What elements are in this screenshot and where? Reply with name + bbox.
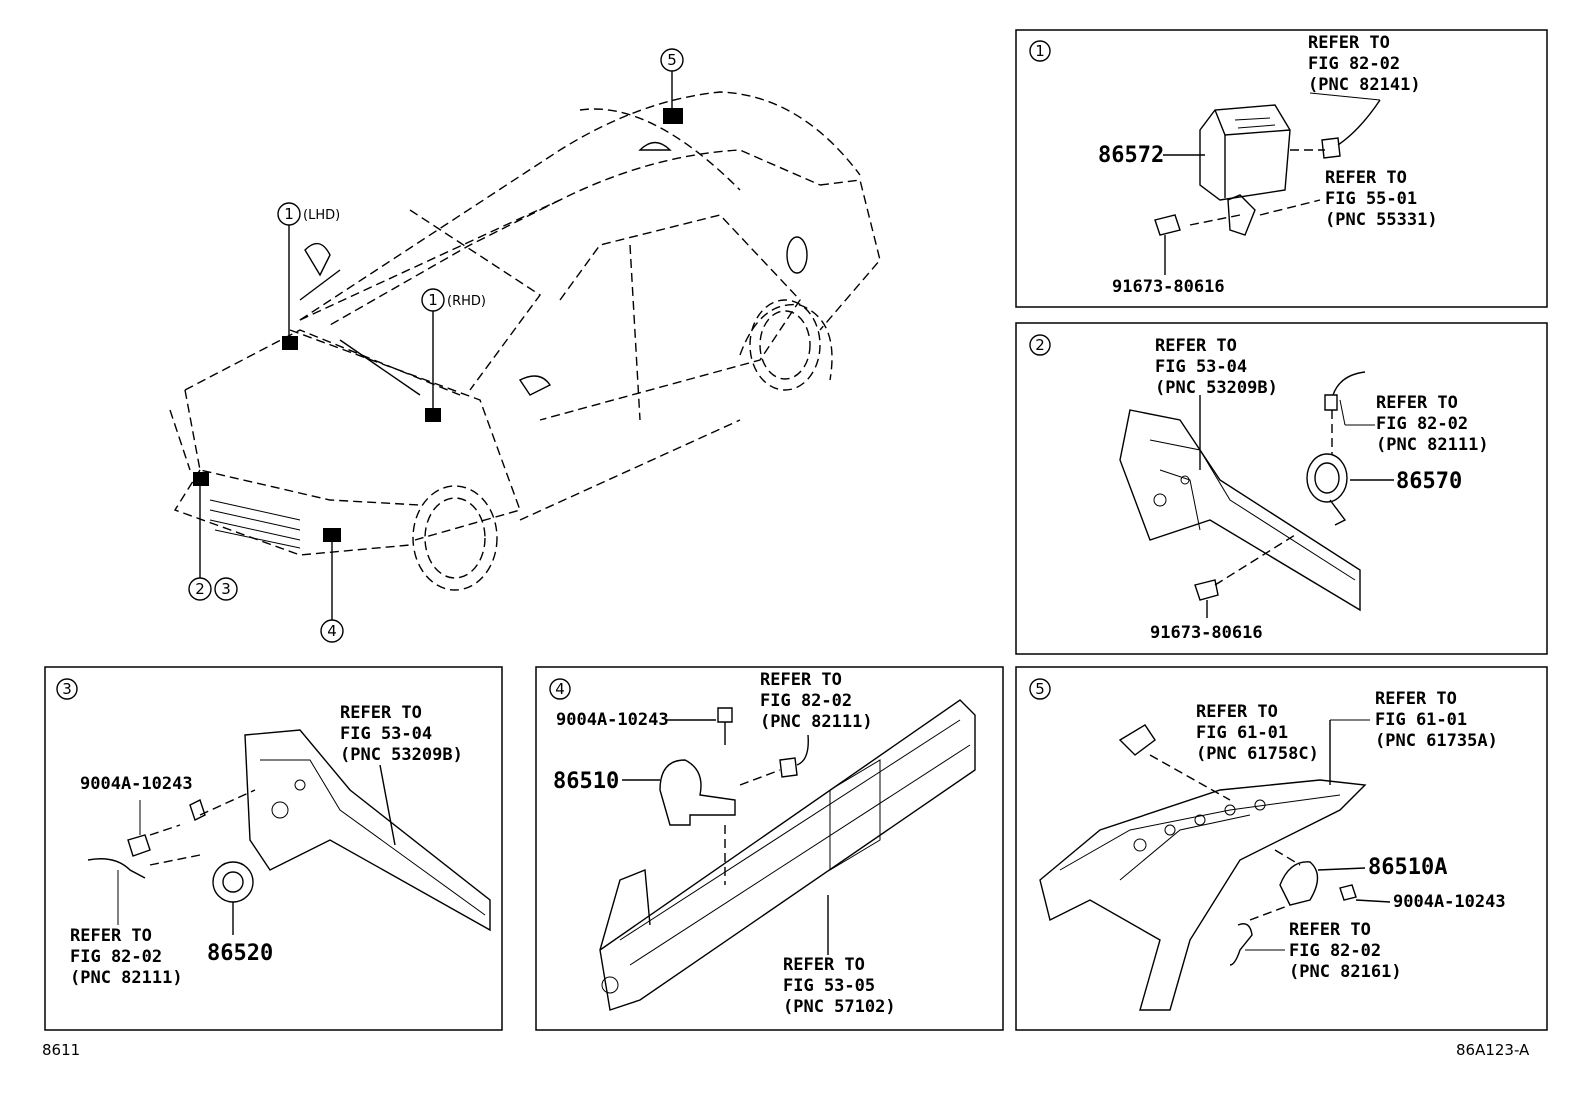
svg-text:(PNC 55331): (PNC 55331)	[1325, 210, 1438, 230]
panel-1: 1 REFER TO FIG 82-02 (PNC 82141) REFER T…	[1015, 29, 1548, 308]
svg-text:3: 3	[221, 580, 231, 598]
svg-text:REFER TO: REFER TO	[1308, 33, 1390, 53]
svg-text:1: 1	[284, 205, 294, 223]
svg-text:REFER TO: REFER TO	[70, 926, 152, 946]
svg-text:FIG 82-02: FIG 82-02	[1289, 941, 1381, 961]
svg-text:FIG 61-01: FIG 61-01	[1196, 723, 1288, 743]
panel-4: 4 REFER TO FIG 82-02 (PNC 82111) 9004A-1…	[535, 666, 1004, 1031]
svg-text:REFER TO: REFER TO	[340, 703, 422, 723]
svg-text:REFER TO: REFER TO	[1155, 336, 1237, 356]
svg-text:FIG 82-02: FIG 82-02	[70, 947, 162, 967]
svg-text:FIG 61-01: FIG 61-01	[1375, 710, 1467, 730]
svg-text:FIG 55-01: FIG 55-01	[1325, 189, 1417, 209]
panel-3: 3 REFER TO FIG 53-04 (PNC 53209B) 9004A-…	[44, 666, 503, 1031]
svg-text:FIG 53-05: FIG 53-05	[783, 976, 875, 996]
svg-text:3: 3	[62, 680, 72, 698]
svg-text:5: 5	[667, 51, 677, 69]
svg-text:FIG 53-04: FIG 53-04	[340, 724, 432, 744]
svg-text:FIG 82-02: FIG 82-02	[760, 691, 852, 711]
svg-text:86570: 86570	[1396, 469, 1462, 494]
panel-2: 2 REFER TO FIG 53-04 (PNC 53209B) REFER …	[1015, 322, 1548, 655]
svg-text:FIG 53-04: FIG 53-04	[1155, 357, 1247, 377]
callout-2-3: 2 3	[188, 472, 238, 601]
callout-5: 5	[660, 48, 684, 124]
svg-text:(PNC 61758C): (PNC 61758C)	[1196, 744, 1319, 764]
svg-text:REFER TO: REFER TO	[1376, 393, 1458, 413]
svg-text:REFER TO: REFER TO	[1196, 702, 1278, 722]
svg-text:4: 4	[327, 622, 337, 640]
svg-text:91673-80616: 91673-80616	[1112, 277, 1225, 297]
svg-text:REFER TO: REFER TO	[1375, 689, 1457, 709]
svg-text:(PNC 82141): (PNC 82141)	[1308, 75, 1421, 95]
svg-text:9004A-10243: 9004A-10243	[80, 774, 193, 794]
svg-text:(PNC 53209B): (PNC 53209B)	[340, 745, 463, 765]
svg-text:91673-80616: 91673-80616	[1150, 623, 1263, 643]
marker-square	[323, 528, 341, 542]
svg-text:1: 1	[428, 291, 438, 309]
svg-text:(LHD): (LHD)	[303, 208, 340, 223]
callout-1-rhd: 1 (RHD)	[421, 288, 486, 422]
svg-text:9004A-10243: 9004A-10243	[556, 710, 669, 730]
svg-text:(PNC 82111): (PNC 82111)	[70, 968, 183, 988]
svg-text:(PNC 82111): (PNC 82111)	[1376, 435, 1489, 455]
svg-text:5: 5	[1035, 680, 1045, 698]
svg-text:9004A-10243: 9004A-10243	[1393, 892, 1506, 912]
svg-text:86520: 86520	[207, 941, 273, 966]
svg-text:86510: 86510	[553, 769, 619, 794]
svg-text:2: 2	[195, 580, 205, 598]
panel-5: 5 REFER TO FIG 61-01 (PNC 61758C) REFER …	[1015, 666, 1548, 1031]
svg-text:1: 1	[1035, 42, 1045, 60]
svg-text:(PNC 61735A): (PNC 61735A)	[1375, 731, 1498, 751]
svg-text:4: 4	[555, 680, 565, 698]
svg-text:(PNC 57102): (PNC 57102)	[783, 997, 896, 1017]
callout-1-lhd: 1 (LHD)	[277, 202, 340, 350]
callout-4: 4	[320, 528, 344, 643]
footer-left-code: 8611	[42, 1041, 80, 1059]
svg-text:86572: 86572	[1098, 143, 1164, 168]
marker-square	[663, 108, 683, 124]
svg-text:(PNC 53209B): (PNC 53209B)	[1155, 378, 1278, 398]
svg-text:2: 2	[1035, 336, 1045, 354]
svg-text:FIG 82-02: FIG 82-02	[1308, 54, 1400, 74]
car-overview	[169, 91, 881, 591]
marker-square	[425, 408, 441, 422]
svg-text:86510A: 86510A	[1368, 855, 1447, 880]
svg-text:REFER TO: REFER TO	[1289, 920, 1371, 940]
marker-square	[282, 336, 298, 350]
svg-text:REFER TO: REFER TO	[760, 670, 842, 690]
svg-text:(PNC 82111): (PNC 82111)	[760, 712, 873, 732]
svg-text:REFER TO: REFER TO	[1325, 168, 1407, 188]
svg-text:(RHD): (RHD)	[447, 294, 486, 309]
marker-square	[193, 472, 209, 486]
svg-text:(PNC 82161): (PNC 82161)	[1289, 962, 1402, 982]
svg-text:FIG 82-02: FIG 82-02	[1376, 414, 1468, 434]
svg-text:REFER TO: REFER TO	[783, 955, 865, 975]
footer-right-code: 86A123-A	[1456, 1041, 1530, 1059]
